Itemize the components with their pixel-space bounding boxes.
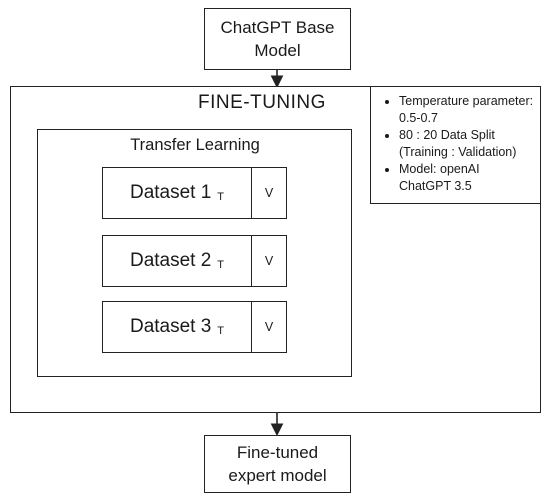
dataset-1-training: Dataset 1 T bbox=[103, 168, 252, 218]
param-model: Model: openAI ChatGPT 3.5 bbox=[399, 161, 534, 195]
param-temperature: Temperature parameter: 0.5-0.7 bbox=[399, 93, 534, 127]
dataset-1-t-marker: T bbox=[217, 191, 225, 203]
param-data-split: 80 : 20 Data Split (Training : Validatio… bbox=[399, 127, 534, 161]
transfer-learning-title: Transfer Learning bbox=[130, 136, 260, 154]
dataset-3-validation: V bbox=[264, 320, 274, 334]
dataset-3-label: Dataset 3 bbox=[129, 316, 212, 337]
fine-tuning-title: FINE-TUNING bbox=[198, 92, 326, 113]
dataset-1-label: Dataset 1 bbox=[129, 182, 212, 203]
dataset-3-box: Dataset 3 T V bbox=[102, 301, 287, 353]
base-model-box: ChatGPT Base Model bbox=[204, 8, 351, 70]
parameters-list: Temperature parameter: 0.5-0.7 80 : 20 D… bbox=[377, 93, 534, 195]
dataset-1-validation: V bbox=[264, 186, 274, 200]
fine-tuned-line1: Fine-tuned bbox=[236, 443, 319, 462]
dataset-1-box: Dataset 1 T V bbox=[102, 167, 287, 219]
dataset-3-t-marker: T bbox=[217, 325, 225, 337]
base-model-line2: Model bbox=[254, 41, 301, 60]
base-model-line1: ChatGPT Base bbox=[220, 18, 335, 37]
dataset-2-t-marker: T bbox=[217, 259, 225, 271]
dataset-3-training: Dataset 3 T bbox=[103, 302, 252, 352]
dataset-2-label: Dataset 2 bbox=[129, 250, 212, 271]
dataset-2-validation: V bbox=[264, 254, 274, 268]
fine-tuned-line2: expert model bbox=[228, 466, 327, 485]
fine-tuned-model-box: Fine-tuned expert model bbox=[204, 435, 351, 493]
dataset-2-training: Dataset 2 T bbox=[103, 236, 252, 286]
dataset-2-box: Dataset 2 T V bbox=[102, 235, 287, 287]
parameters-box: Temperature parameter: 0.5-0.7 80 : 20 D… bbox=[370, 86, 541, 204]
